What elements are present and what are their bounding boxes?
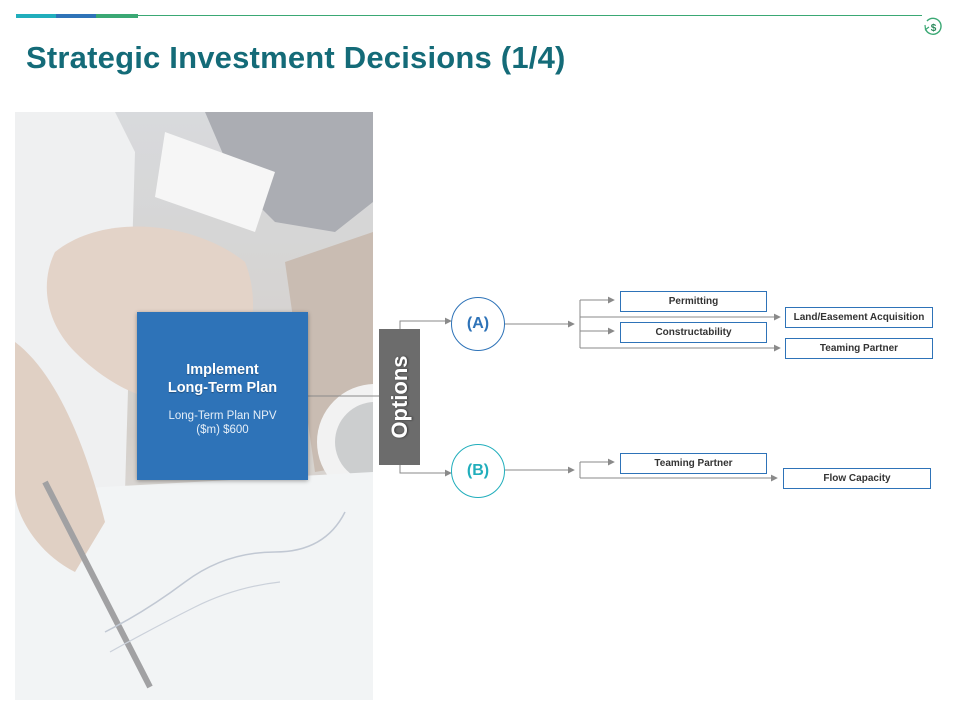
accent-bar-blue: [56, 14, 96, 18]
plan-title-line1: Implement: [186, 362, 259, 378]
options-label: Options: [386, 355, 412, 439]
dollar-symbol: $: [931, 23, 937, 34]
header-rule: [138, 15, 922, 16]
accent-bar-teal: [16, 14, 56, 18]
option-a-constructability-box: Constructability: [620, 322, 767, 343]
plan-title-line2: Long-Term Plan: [167, 380, 278, 396]
accent-bar-green: [96, 14, 138, 18]
plan-npv-line2: ($m) $600: [196, 424, 249, 436]
option-b-circle: (B): [451, 444, 505, 498]
option-b-flow-capacity-box: Flow Capacity: [783, 468, 931, 489]
plan-npv-line1: Long-Term Plan NPV: [168, 410, 277, 422]
page-title: Strategic Investment Decisions (1/4): [26, 40, 566, 75]
options-box: Options: [379, 329, 420, 465]
option-a-teaming-partner-box: Teaming Partner: [785, 338, 933, 359]
plan-npv: Long-Term Plan NPV ($m) $600: [137, 409, 308, 437]
option-a-permitting-box: Permitting: [620, 291, 767, 312]
option-b-teaming-partner-box: Teaming Partner: [620, 453, 767, 474]
implement-plan-box: Implement Long-Term Plan Long-Term Plan …: [137, 312, 308, 480]
option-a-land-easement-box: Land/Easement Acquisition: [785, 307, 933, 328]
dollar-cycle-icon: $: [924, 17, 942, 35]
plan-title: Implement Long-Term Plan: [137, 361, 308, 397]
option-a-circle: (A): [451, 297, 505, 351]
